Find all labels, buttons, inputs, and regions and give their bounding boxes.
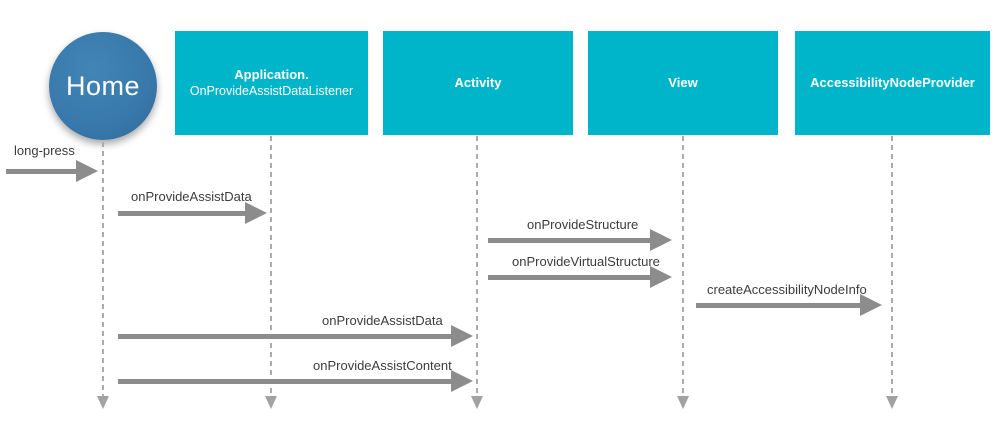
message-label: onProvideStructure (527, 217, 639, 232)
arrow-line (696, 303, 860, 308)
arrowhead-icon (451, 370, 473, 392)
arrowhead-icon (451, 325, 473, 347)
actor-accessibility-node-provider: AccessibilityNodeProvider (795, 31, 990, 135)
actor-application: Application. OnProvideAssistDataListener (175, 31, 368, 135)
arrow-line (488, 275, 650, 280)
message-label: onProvideAssistData (322, 313, 443, 328)
actor-accessibility-node-provider-label: AccessibilityNodeProvider (810, 75, 975, 90)
lifeline-accessibility-node-provider-arrowhead-icon (886, 396, 898, 409)
lifeline-application-arrowhead-icon (265, 396, 277, 409)
message-label: onProvideAssistContent (313, 358, 452, 373)
lifeline-activity (476, 136, 478, 396)
arrowhead-icon (245, 202, 267, 224)
lifeline-activity-arrowhead-icon (471, 396, 483, 409)
message-label: long-press (14, 143, 75, 158)
message-label: onProvideVirtualStructure (512, 254, 660, 269)
arrowhead-icon (860, 294, 882, 316)
lifeline-accessibility-node-provider (891, 136, 893, 396)
actor-activity-label: Activity (454, 75, 502, 90)
arrow-line (118, 334, 451, 339)
arrow-line (6, 169, 76, 174)
arrow-line (118, 379, 451, 384)
lifeline-application (270, 136, 272, 396)
arrow-line (118, 211, 245, 216)
actor-application-subtitle: OnProvideAssistDataListener (189, 84, 354, 98)
actor-home-label: Home (65, 70, 141, 101)
message-label: createAccessibilityNodeInfo (707, 282, 867, 297)
lifeline-view (682, 136, 684, 396)
lifeline-home (102, 142, 104, 396)
arrow-line (488, 238, 650, 243)
lifeline-view-arrowhead-icon (677, 396, 689, 409)
message-label: onProvideAssistData (131, 189, 252, 204)
actor-view: View (588, 31, 778, 135)
actor-home: Home (49, 32, 157, 140)
arrowhead-icon (76, 160, 98, 182)
actor-application-title: Application. (234, 67, 309, 82)
arrowhead-icon (650, 229, 672, 251)
lifeline-home-arrowhead-icon (97, 396, 109, 409)
arrowhead-icon (650, 266, 672, 288)
actor-view-label: View (668, 75, 698, 90)
actor-activity: Activity (383, 31, 573, 135)
